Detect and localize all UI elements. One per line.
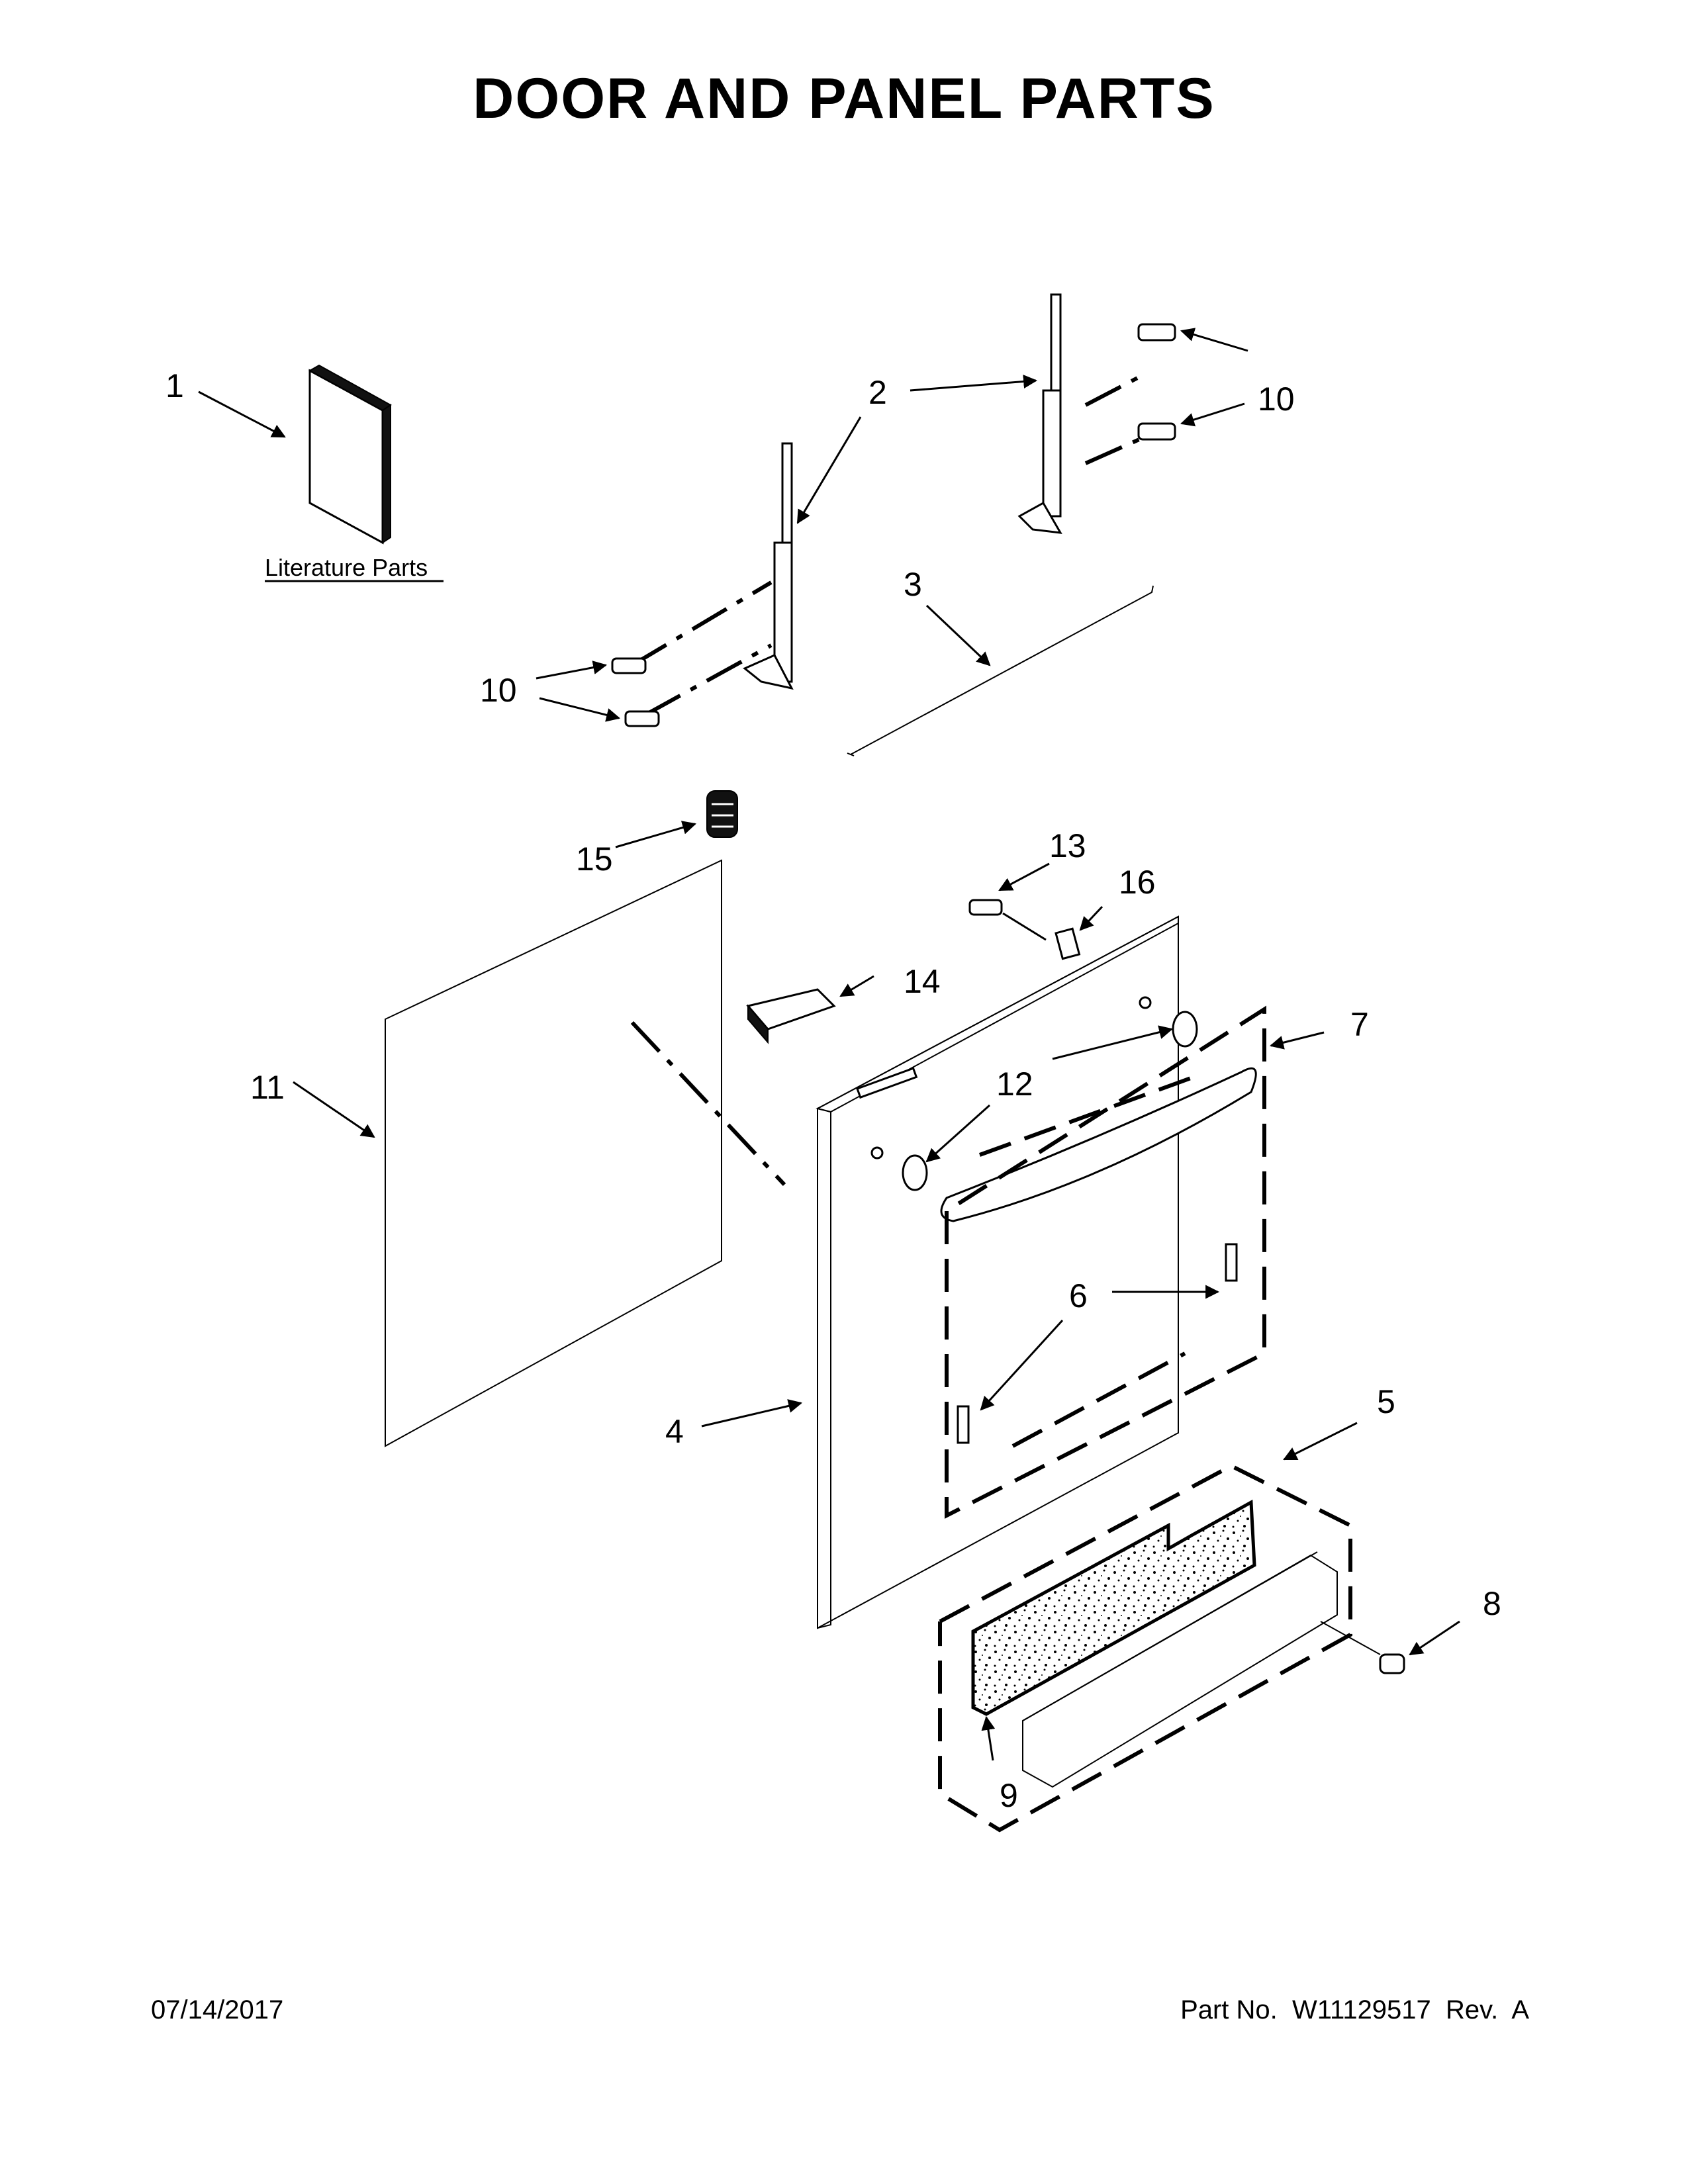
door-rod xyxy=(847,585,1154,756)
door-vent xyxy=(746,975,874,1044)
callout-14-16: 16 xyxy=(1119,864,1156,901)
callout-10-left: 10 xyxy=(480,672,517,709)
hinge-left xyxy=(631,416,862,717)
callout-2: 2 xyxy=(868,374,887,411)
callout-3: 3 xyxy=(904,566,922,603)
toe-panel xyxy=(938,1422,1358,1833)
callout-4: 4 xyxy=(665,1413,684,1450)
literature-parts-label: Literature Parts xyxy=(265,554,428,581)
outer-door-panel xyxy=(701,915,1179,1629)
literature-booklet xyxy=(198,364,392,545)
hinge-screws xyxy=(536,323,1248,727)
inner-door-panel xyxy=(293,859,786,1447)
callout-9: 9 xyxy=(1000,1777,1018,1814)
callout-14: 14 xyxy=(904,963,941,1000)
footer-part-number: Part No. W11129517 Rev. A xyxy=(1180,1995,1529,2025)
callout-5: 5 xyxy=(1377,1383,1395,1420)
callout-12: 12 xyxy=(996,1066,1033,1103)
toe-insulation xyxy=(971,1499,1256,1761)
toe-panel-screw xyxy=(1320,1620,1460,1674)
footer-date: 07/14/2017 xyxy=(151,1995,284,2025)
callout-10-right: 10 xyxy=(1258,381,1295,418)
door-clip xyxy=(615,790,738,848)
callout-6: 6 xyxy=(1069,1277,1088,1314)
callout-7: 7 xyxy=(1350,1006,1369,1043)
handle-studs xyxy=(957,1243,1238,1444)
handle-mounts xyxy=(870,996,1198,1191)
page-title: DOOR AND PANEL PARTS xyxy=(473,67,1215,130)
door-handle xyxy=(940,1005,1325,1519)
callout-1: 1 xyxy=(165,367,184,404)
callout-8: 8 xyxy=(1483,1585,1501,1622)
hinge-right xyxy=(910,293,1147,534)
callout-11: 11 xyxy=(250,1069,285,1106)
callout-13: 13 xyxy=(1049,827,1086,864)
hinge-bracket-and-screw xyxy=(968,862,1103,960)
callout-15: 15 xyxy=(576,841,613,878)
